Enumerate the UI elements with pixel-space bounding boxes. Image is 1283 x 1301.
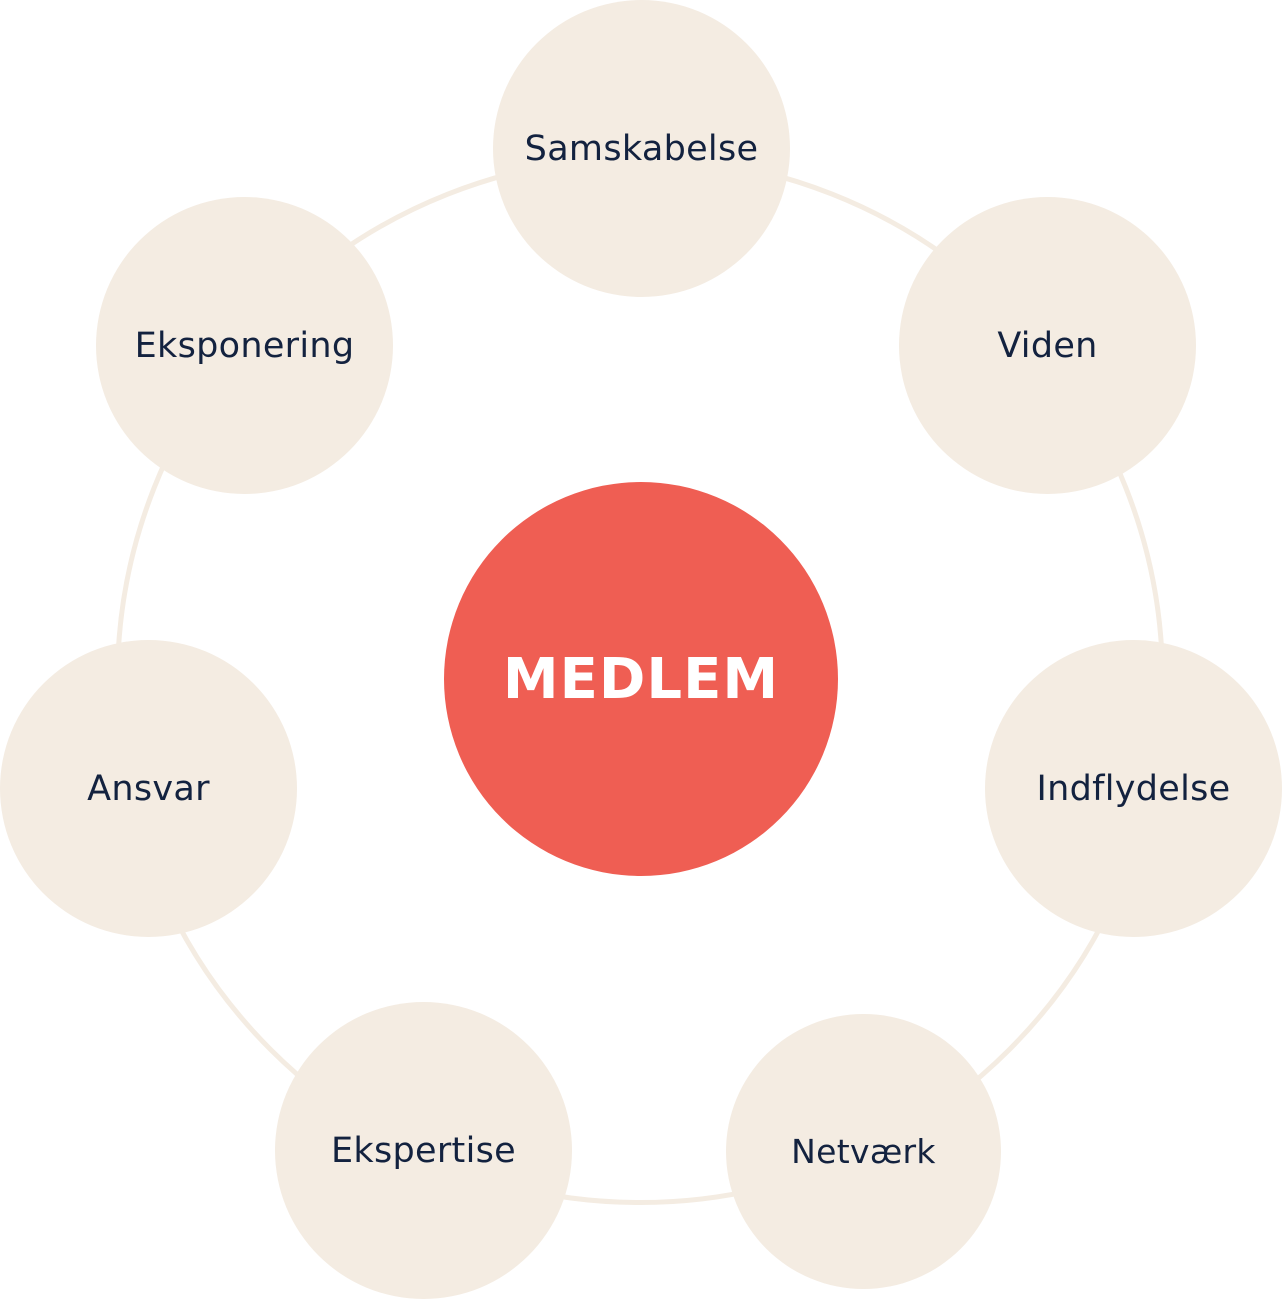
node-samskabelse: Samskabelse xyxy=(493,0,790,297)
node-indflydelse: Indflydelse xyxy=(985,640,1282,937)
center-node-medlem: MEDLEM xyxy=(444,482,838,876)
node-ansvar: Ansvar xyxy=(0,640,297,937)
node-viden: Viden xyxy=(899,197,1196,494)
node-ekspertise: Ekspertise xyxy=(275,1002,572,1299)
node-label-eksponering: Eksponering xyxy=(134,325,355,366)
node-eksponering: Eksponering xyxy=(96,197,393,494)
center-label: MEDLEM xyxy=(502,646,780,712)
node-netvaerk: Netværk xyxy=(726,1014,1001,1289)
node-label-ansvar: Ansvar xyxy=(87,768,210,809)
node-label-samskabelse: Samskabelse xyxy=(524,128,759,169)
node-label-viden: Viden xyxy=(997,325,1098,366)
node-label-ekspertise: Ekspertise xyxy=(331,1130,516,1171)
node-label-indflydelse: Indflydelse xyxy=(1036,768,1231,809)
node-label-netvaerk: Netværk xyxy=(791,1132,936,1171)
